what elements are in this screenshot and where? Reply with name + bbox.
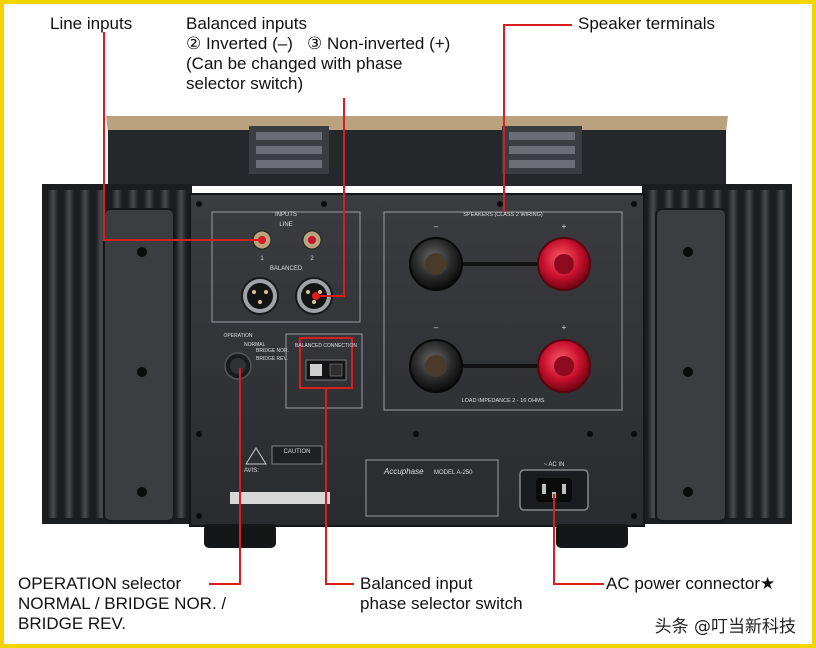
bridge-nor-label: BRIDGE NOR.	[256, 348, 289, 354]
callout-balanced-inputs: Balanced inputs ② Inverted (–) ③ Non-inv…	[186, 14, 451, 93]
serial-sticker	[230, 492, 330, 504]
load-impedance-label: LOAD IMPEDANCE 2 - 16 OHMS	[462, 398, 545, 404]
amplifier-rear-panel: INPUTS LINE 1 2 BALANCED OPERATION NORMA…	[42, 24, 792, 585]
watermark: 头条 @叮当新科技	[654, 617, 796, 637]
line-ch1: 1	[260, 256, 264, 262]
brand-logo: Accuphase	[383, 467, 424, 476]
speaker-minus-top: –	[434, 222, 439, 231]
callout-operation-selector: OPERATION selector NORMAL / BRIDGE NOR. …	[18, 574, 227, 633]
top-heatsink	[108, 130, 726, 186]
caution-text: CAUTION	[284, 449, 311, 455]
right-handle	[655, 208, 727, 522]
callout-balanced-phase-switch: Balanced input phase selector switch	[360, 574, 523, 613]
model-plate	[365, 459, 499, 517]
operation-label: OPERATION	[223, 333, 252, 339]
speaker-terminals[interactable]	[409, 237, 591, 393]
speaker-plus-bottom: +	[562, 323, 567, 332]
balanced-inputs-callout-line	[316, 98, 345, 297]
speakers-title: SPEAKERS (CLASS 2 WIRING)	[463, 212, 543, 218]
inputs-title: INPUTS	[275, 212, 297, 218]
callout-lines	[103, 24, 604, 585]
avis-text: AVIS:	[244, 468, 259, 474]
line-ch2: 2	[310, 256, 314, 262]
panel-screws	[196, 201, 637, 519]
caution-label	[245, 445, 323, 465]
top-vents	[249, 126, 582, 174]
inputs-box	[211, 211, 361, 323]
speaker-plus-top: +	[562, 222, 567, 231]
feet	[204, 524, 628, 548]
speaker-terminals-callout-line	[503, 24, 572, 212]
ac-in-label: ~ AC IN	[544, 462, 565, 468]
callout-line-inputs: Line inputs	[50, 14, 133, 33]
left-handle	[103, 208, 175, 522]
balanced-label: BALANCED	[270, 266, 303, 272]
line-label: LINE	[279, 222, 292, 228]
line-inputs-callout-line	[103, 32, 262, 241]
balanced-connection-label: BALANCED CONNECTION	[295, 343, 357, 349]
model-text: MODEL A-250	[434, 470, 473, 476]
ac-power-callout-line	[553, 494, 604, 585]
top-cover	[106, 116, 728, 132]
phase-switch-callout-line	[325, 388, 354, 585]
callout-ac-power-connector: AC power connector★	[606, 574, 776, 593]
operation-selector-knob[interactable]	[224, 352, 252, 380]
ac-power-connector[interactable]	[519, 469, 589, 511]
bridge-rev-label: BRIDGE REV.	[256, 356, 288, 362]
balanced-connection-box	[285, 333, 363, 409]
speaker-minus-bottom: –	[434, 323, 439, 332]
operation-selector-callout-line	[209, 368, 241, 585]
normal-label: NORMAL	[244, 342, 266, 348]
balanced-phase-switch[interactable]	[305, 359, 347, 381]
callout-speaker-terminals: Speaker terminals	[578, 14, 716, 33]
